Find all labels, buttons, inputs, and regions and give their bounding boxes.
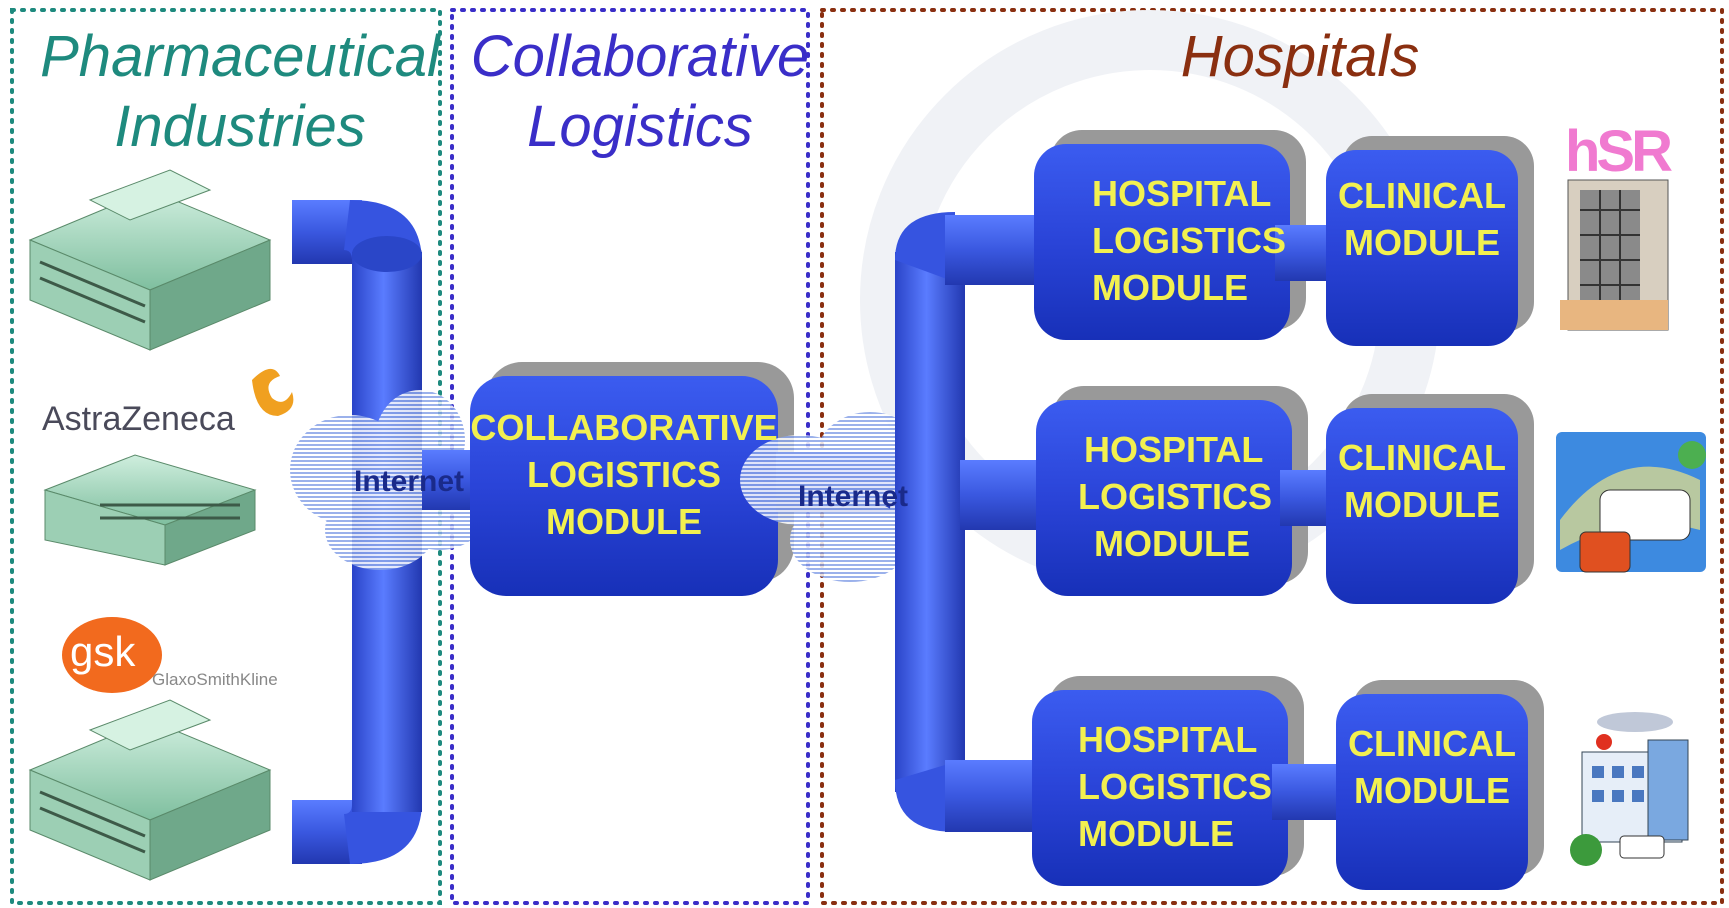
clin-module-2-line2: MODULE <box>1344 484 1500 525</box>
hospitals-title-text: Hospitals <box>1180 24 1420 89</box>
gsk-logo: gsk <box>70 628 136 675</box>
clin-module-3-box <box>1336 694 1528 890</box>
hospital-building-image-1 <box>1560 179 1669 331</box>
hosp-module-3-label: HOSPITAL LOGISTICS MODULE <box>1078 716 1272 857</box>
pharma-building-1 <box>28 169 272 351</box>
collab-module-label: COLLABORATIVE LOGISTICS MODULE <box>470 404 778 545</box>
pipe-to-hosp-2 <box>960 460 1040 530</box>
clin-module-1-box <box>1326 150 1518 346</box>
pipe-hosp1-to-clin1 <box>1275 225 1335 281</box>
clin-module-2-box <box>1326 408 1518 604</box>
clin-module-3-line1: CLINICAL <box>1348 723 1516 764</box>
clin-module-3-line2: MODULE <box>1354 770 1510 811</box>
hosp-module-3-line3: MODULE <box>1078 813 1234 854</box>
clin-module-3-label: CLINICAL MODULE <box>1336 720 1528 814</box>
hospitals-title: Hospitals <box>1130 22 1470 92</box>
collab-title: Collaborative Logistics <box>470 22 810 162</box>
collab-module-line2: LOGISTICS <box>526 454 721 495</box>
hosp-module-3-line2: LOGISTICS <box>1078 766 1273 807</box>
hsr-logo: hSR <box>1565 119 1673 184</box>
astrazeneca-symbol <box>252 368 294 416</box>
hosp-module-1-line3: MODULE <box>1092 267 1248 308</box>
hosp-module-1-label: HOSPITAL LOGISTICS MODULE <box>1092 170 1286 311</box>
hosp-module-1-box <box>1034 144 1290 340</box>
clin-module-1-line2: MODULE <box>1344 222 1500 263</box>
collab-title-line2: Logistics <box>527 94 753 159</box>
pipe-right-bottom-elbow <box>895 762 955 832</box>
hospital-ambulance-image <box>1556 432 1706 573</box>
pharma-title: Pharmaceutical Industries <box>20 22 460 162</box>
hosp-module-2-line1: HOSPITAL <box>1084 429 1264 470</box>
gsk-full-logo: GlaxoSmithKline <box>152 670 278 689</box>
pipe-right-top-elbow <box>895 212 955 282</box>
clin-module-2-line1: CLINICAL <box>1338 437 1506 478</box>
hospital-helipad-image <box>1570 712 1689 866</box>
pipe-to-hosp-1 <box>945 215 1045 285</box>
hosp-module-3-line1: HOSPITAL <box>1078 719 1258 760</box>
pharma-title-line2: Industries <box>114 94 366 159</box>
clin-module-2-label: CLINICAL MODULE <box>1326 434 1518 528</box>
hosp-module-2-box <box>1036 400 1292 596</box>
hosp-module-1-line1: HOSPITAL <box>1092 173 1272 214</box>
internet-label-left: Internet <box>354 465 465 498</box>
hosp-module-3-box <box>1032 690 1288 886</box>
gsk-blob <box>62 617 162 693</box>
hosp-module-2-line3: MODULE <box>1094 523 1250 564</box>
clin-module-1-label: CLINICAL MODULE <box>1326 172 1518 266</box>
pharma-section-border <box>10 8 442 905</box>
pipe-top-cap <box>352 236 422 272</box>
pharma-building-3 <box>28 699 272 881</box>
pipe-bottom-elbow <box>344 804 422 864</box>
pipe-to-hosp-3 <box>945 760 1035 832</box>
pipe-hosp3-to-clin3 <box>1272 764 1342 820</box>
hosp-module-2-line2: LOGISTICS <box>1078 476 1273 517</box>
hosp-module-1-line2: LOGISTICS <box>1092 220 1287 261</box>
collab-module-line3: MODULE <box>546 501 702 542</box>
astrazeneca-logo: AstraZeneca <box>42 400 235 438</box>
collab-module-box <box>470 376 778 596</box>
pharma-building-2 <box>43 454 257 566</box>
collab-module-line1: COLLABORATIVE <box>470 407 778 448</box>
collab-title-line1: Collaborative <box>470 24 810 89</box>
internet-label-right: Internet <box>798 480 909 513</box>
hosp-module-2-label: HOSPITAL LOGISTICS MODULE <box>1078 426 1272 567</box>
clin-module-1-line1: CLINICAL <box>1338 175 1506 216</box>
pipe-right-vertical <box>895 252 965 792</box>
pharma-title-line1: Pharmaceutical <box>40 24 440 89</box>
